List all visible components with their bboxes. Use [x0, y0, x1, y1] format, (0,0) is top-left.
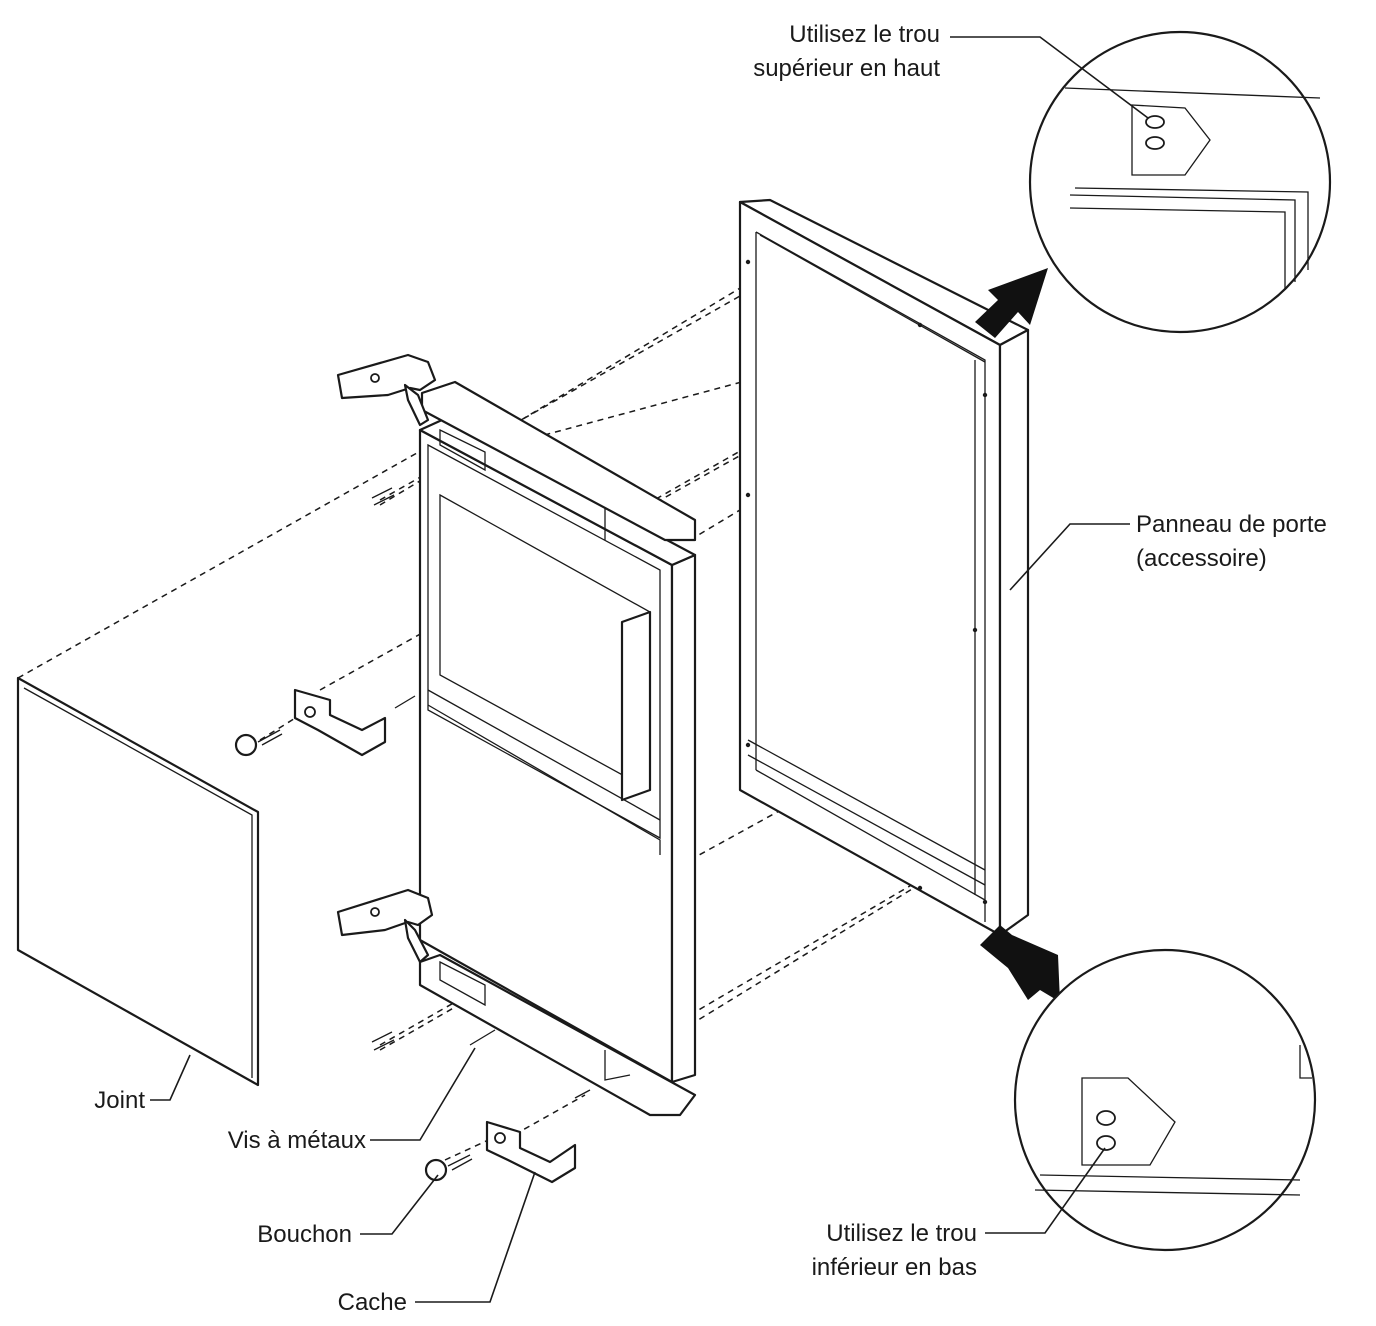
lower-cover-bracket: [485, 1120, 577, 1184]
bottom-hole-label-line2: inférieur en bas: [812, 1254, 977, 1281]
door-panel-frame: [738, 198, 1030, 937]
upper-detail-arrow: [975, 268, 1048, 338]
leader-lines: [150, 36, 1149, 1303]
cover-label: Cache: [338, 1289, 407, 1316]
gasket-label: Joint: [94, 1087, 145, 1114]
upper-cover-bracket: [293, 688, 387, 757]
machine-screw-label: Vis à métaux: [228, 1127, 366, 1154]
upper-plug-and-screw: [234, 729, 283, 757]
bottom-hole-label-line1: Utilisez le trou: [826, 1220, 977, 1247]
lower-hole-detail: [1013, 948, 1317, 1252]
top-hole-label-line2: supérieur en haut: [753, 55, 940, 82]
lower-plug-and-screw: [424, 1154, 473, 1182]
top-hinge: [336, 353, 437, 427]
top-hole-label-line1: Utilisez le trou: [789, 21, 940, 48]
plug-label: Bouchon: [257, 1221, 352, 1248]
lower-detail-arrow: [980, 925, 1060, 1002]
door-screws: [371, 487, 591, 1099]
door-panel-label-line1: Panneau de porte: [1136, 511, 1327, 538]
labels: Utilisez le trou supérieur en haut Panne…: [94, 21, 1327, 1316]
upper-hole-detail: [1028, 30, 1332, 334]
bottom-hinge: [336, 888, 434, 964]
refrigerator-door: [418, 380, 697, 1117]
door-panel-label-line2: (accessoire): [1136, 545, 1267, 572]
gasket-panel: [16, 676, 260, 1087]
